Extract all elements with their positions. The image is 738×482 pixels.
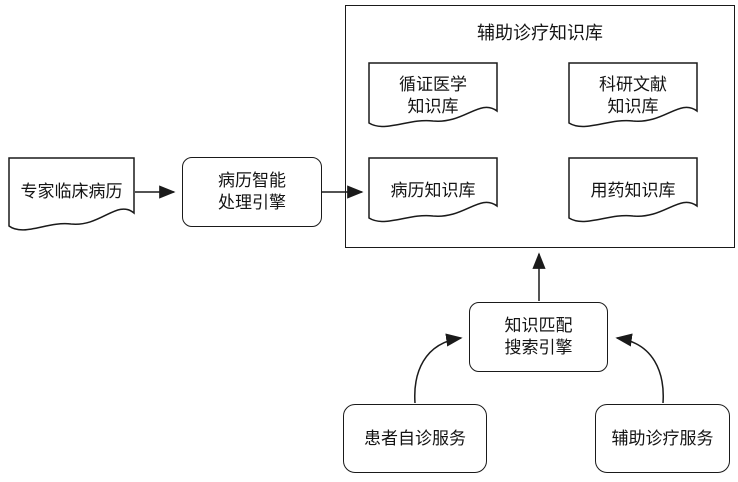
- node-self-diagnosis-service: 患者自诊服务: [343, 404, 487, 473]
- arrow-assisted-service-to-search: [615, 333, 664, 404]
- node-self-diagnosis-service-label: 患者自诊服务: [364, 428, 466, 448]
- document-shape-icon: [568, 157, 698, 223]
- node-assisted-service: 辅助诊疗服务: [595, 404, 730, 473]
- node-evidence-kb-label: 循证医学 知识库: [399, 75, 467, 116]
- node-research-kb: 科研文献 知识库: [568, 62, 698, 130]
- arrow-self-diagnosis-to-search: [414, 333, 463, 404]
- node-expert-record: 专家临床病历: [8, 157, 135, 235]
- node-assisted-service-label: 辅助诊疗服务: [611, 428, 714, 448]
- node-record-kb-label: 病历知识库: [390, 181, 476, 200]
- node-processing-engine: 病历智能 处理引擎: [182, 157, 322, 227]
- node-processing-engine-label: 病历智能 处理引擎: [218, 171, 286, 212]
- node-medication-kb-label: 用药知识库: [590, 181, 676, 200]
- document-shape-icon: [8, 157, 135, 231]
- node-medication-kb: 用药知识库: [568, 157, 698, 225]
- group-kb-container: 辅助诊疗知识库 循证医学 知识库 科研文献 知识库 病历知识库: [345, 5, 735, 248]
- node-evidence-kb: 循证医学 知识库: [368, 62, 498, 130]
- node-research-kb-label: 科研文献 知识库: [599, 75, 667, 116]
- document-shape-icon: [368, 157, 498, 223]
- node-search-engine-label: 知识匹配 搜索引擎: [504, 316, 573, 357]
- node-expert-record-label: 专家临床病历: [20, 182, 123, 201]
- node-search-engine: 知识匹配 搜索引擎: [469, 302, 608, 372]
- document-shape-icon: [568, 62, 698, 128]
- document-shape-icon: [368, 62, 498, 128]
- node-record-kb: 病历知识库: [368, 157, 498, 225]
- group-kb-title: 辅助诊疗知识库: [477, 23, 603, 43]
